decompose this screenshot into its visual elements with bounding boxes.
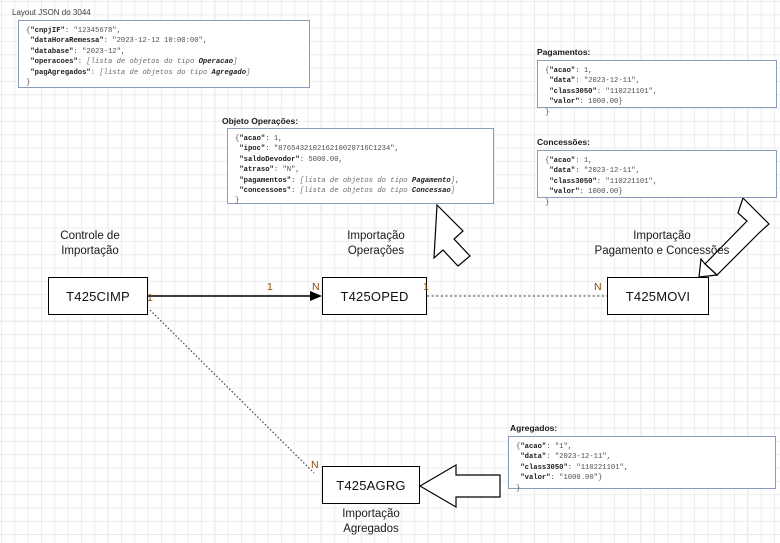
note-agregados-text: {"acao": "1", "data": "2023-12-11", "cla…: [516, 443, 629, 493]
note-objeto-operacoes: {"acao": 1, "ipoc": "8765432102162100207…: [227, 128, 494, 206]
cardinality-cimp-agrg-target: N: [311, 459, 319, 471]
cardinality-cimp-oped-source: 1: [147, 292, 153, 304]
block-arrow-agregados-to-agrg: [418, 463, 501, 509]
note-layout-json-text: {"cnpjIF": "12345678", "dataHoraRemessa"…: [26, 27, 251, 88]
node-caption-agrg: Importação Agregados: [342, 508, 400, 535]
note-layout-json: {"cnpjIF": "12345678", "dataHoraRemessa"…: [18, 20, 310, 88]
note-agregados: {"acao": "1", "data": "2023-12-11", "cla…: [508, 436, 776, 493]
note-title-layout-json: Layout JSON do 3044: [12, 8, 91, 17]
edge-cimp-to-agrg: [149, 309, 315, 474]
node-t425movi[interactable]: T425MOVI: [607, 277, 709, 315]
note-concessoes-text: {"acao": 1, "data": "2023-12-11", "class…: [545, 157, 658, 207]
note-concessoes: {"acao": 1, "data": "2023-12-11", "class…: [537, 150, 777, 207]
node-t425oped[interactable]: T425OPED: [322, 277, 427, 315]
node-t425cimp[interactable]: T425CIMP: [48, 277, 148, 315]
note-title-pagamentos: Pagamentos:: [537, 47, 591, 57]
note-title-concessoes: Concessões:: [537, 137, 590, 147]
node-t425agrg[interactable]: T425AGRG: [322, 466, 420, 504]
cardinality-oped-movi-source: 1: [423, 281, 429, 293]
note-title-agregados: Agregados:: [510, 423, 558, 433]
edge-cimp-to-oped: [148, 291, 322, 301]
cardinality-cimp-oped-target: N: [312, 281, 320, 293]
block-arrow-operacoes-to-oped: [433, 203, 471, 267]
note-pagamentos: {"acao": 1, "data": "2023-12-11", "class…: [537, 60, 777, 117]
note-objeto-operacoes-text: {"acao": 1, "ipoc": "8765432102162100207…: [235, 135, 460, 206]
cardinality-oped-movi-target: N: [594, 281, 602, 293]
note-title-objeto-operacoes: Objeto Operações:: [222, 116, 299, 126]
node-caption-cimp: Controle de Importação: [60, 230, 120, 257]
node-caption-oped: Importação Operações: [347, 230, 405, 257]
cardinality-cimp-oped-mid: 1: [267, 281, 273, 293]
note-pagamentos-text: {"acao": 1, "data": "2023-12-11", "class…: [545, 67, 658, 117]
node-caption-movi: Importação Pagamento e Concessões: [594, 230, 730, 257]
